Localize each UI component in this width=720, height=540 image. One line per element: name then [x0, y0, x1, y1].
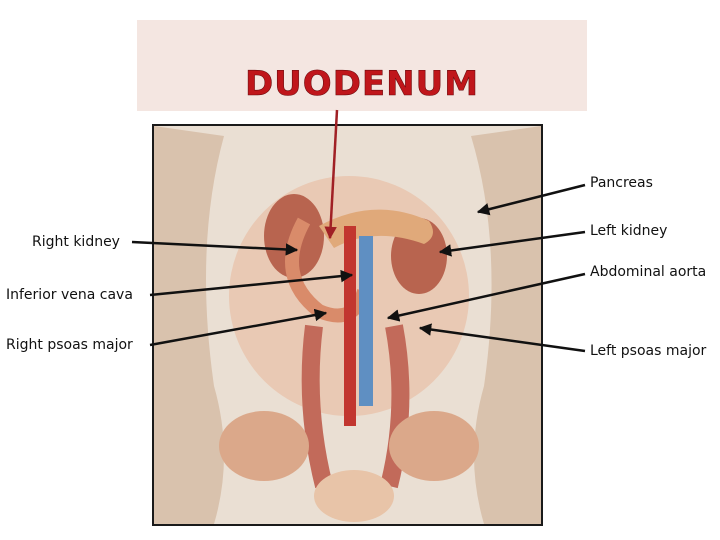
label-pancreas: Pancreas: [590, 175, 653, 191]
arrow-right-psoas-major: [149, 308, 328, 347]
label-right-kidney: Right kidney: [32, 234, 120, 250]
arrow-duodenum: [324, 109, 339, 240]
arrow-abdominal-aorta: [386, 272, 586, 322]
label-left-psoas-major: Left psoas major: [590, 343, 707, 359]
label-left-kidney: Left kidney: [590, 223, 668, 239]
arrow-inferior-vena-cava: [149, 269, 354, 297]
arrow-left-kidney: [438, 230, 586, 257]
page-title: DUODENUM: [244, 64, 480, 105]
label-abdominal-aorta: Abdominal aorta: [590, 264, 707, 280]
label-inferior-vena-cava: Inferior vena cava: [6, 287, 133, 303]
anatomy-drawing: [154, 126, 541, 524]
arrow-pancreas: [476, 183, 586, 216]
anatomy-illustration: [152, 124, 543, 526]
title-box: DUODENUM: [137, 20, 587, 111]
arrow-right-kidney: [131, 240, 299, 256]
arrow-left-psoas-major: [418, 323, 586, 353]
label-right-psoas-major: Right psoas major: [6, 337, 133, 353]
